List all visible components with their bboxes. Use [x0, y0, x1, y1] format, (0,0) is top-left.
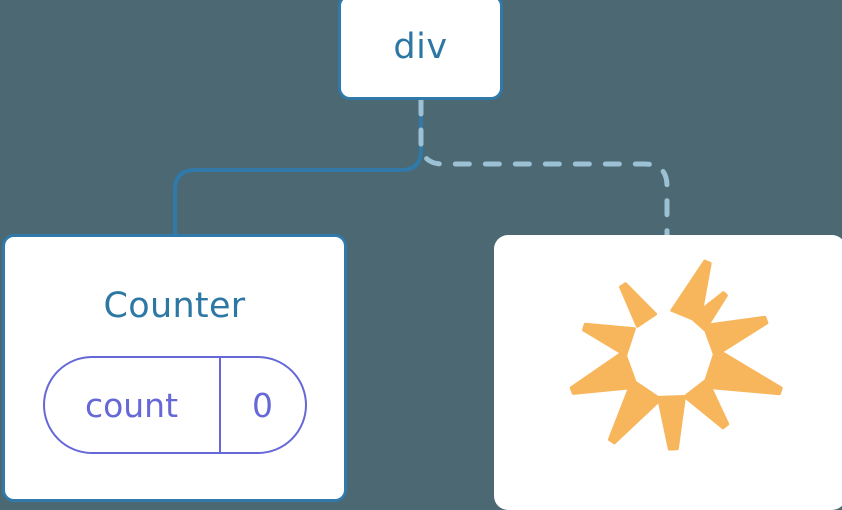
node-div-label: div — [393, 26, 448, 67]
spark-ray-7 — [607, 378, 663, 445]
state-pill[interactable]: count 0 — [42, 356, 307, 454]
spark-ray-10 — [619, 282, 658, 328]
sparkle-burst-icon — [569, 259, 783, 451]
edge-div-to-counter — [173, 98, 423, 238]
spark-ray-1 — [670, 259, 712, 324]
spark-ray-4 — [702, 347, 783, 396]
spark-ray-3 — [702, 315, 769, 358]
node-counter[interactable]: Counter count 0 — [2, 234, 347, 502]
spark-ray-2 — [689, 291, 728, 332]
node-render-burst[interactable] — [494, 235, 842, 510]
node-div[interactable]: div — [338, 0, 503, 100]
spark-ray-8 — [569, 350, 639, 395]
spark-ray-9 — [582, 322, 636, 357]
node-counter-label: Counter — [103, 286, 246, 326]
state-value-label: 0 — [252, 385, 273, 425]
state-key-label: count — [45, 358, 221, 452]
spark-ray-5 — [683, 378, 730, 430]
spark-ray-6 — [657, 395, 686, 451]
edge-div-to-burst — [418, 97, 670, 240]
